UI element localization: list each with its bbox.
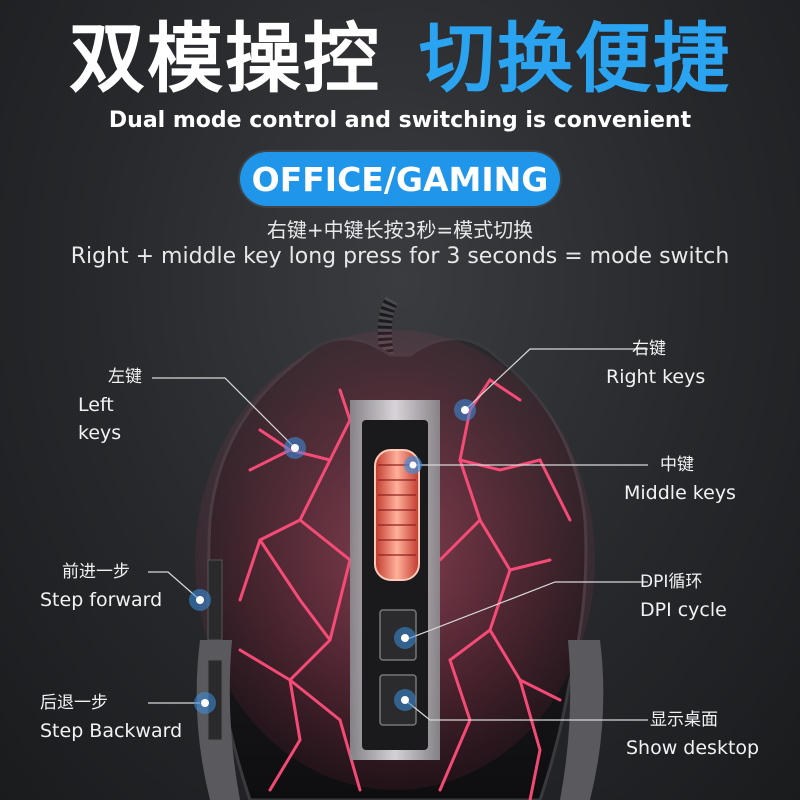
- callout-show-desktop: 显示桌面 Show desktop: [626, 706, 786, 762]
- headline-cn-part2: 切换便捷: [419, 14, 731, 103]
- callout-markers: [189, 399, 476, 714]
- callout-left-keys: 左键 Left keys: [40, 363, 160, 447]
- callout-step-backward: 后退一步 Step Backward: [40, 689, 210, 745]
- callout-middle-keys: 中键 Middle keys: [624, 451, 774, 507]
- led-crack-pattern: [238, 377, 572, 800]
- dpi-cycle-cn: DPI循环: [640, 572, 703, 592]
- mode-badge: OFFICE/GAMING: [240, 152, 560, 206]
- instruction-english: Right + middle key long press for 3 seco…: [70, 244, 730, 269]
- headline-cn-part1: 双模操控: [69, 14, 381, 103]
- callout-dpi-cycle: DPI循环 DPI cycle: [640, 568, 790, 624]
- headline-english: Dual mode control and switching is conve…: [108, 108, 692, 133]
- headline-chinese: 双模操控切换便捷: [0, 14, 800, 104]
- side-button-forward: [207, 559, 223, 641]
- step-backward-en: Step Backward: [40, 720, 183, 742]
- show-desktop-en: Show desktop: [626, 737, 760, 759]
- right-keys-cn: 右键: [632, 339, 666, 359]
- instruction-chinese: 右键+中键长按3秒=模式切换: [266, 218, 534, 242]
- middle-keys-en: Middle keys: [624, 482, 736, 504]
- right-keys-en: Right keys: [606, 366, 706, 388]
- left-keys-en: Left keys: [78, 394, 122, 444]
- scroll-wheel: [374, 449, 420, 581]
- step-forward-cn: 前进一步: [62, 562, 130, 582]
- step-forward-en: Step forward: [40, 589, 163, 611]
- left-keys-cn: 左键: [108, 367, 142, 387]
- step-backward-cn: 后退一步: [40, 693, 108, 713]
- dpi-cycle-en: DPI cycle: [640, 599, 727, 621]
- callout-step-forward: 前进一步 Step forward: [40, 558, 200, 614]
- show-desktop-cn: 显示桌面: [650, 710, 718, 730]
- middle-keys-cn: 中键: [660, 455, 694, 475]
- callout-right-keys: 右键 Right keys: [606, 335, 756, 391]
